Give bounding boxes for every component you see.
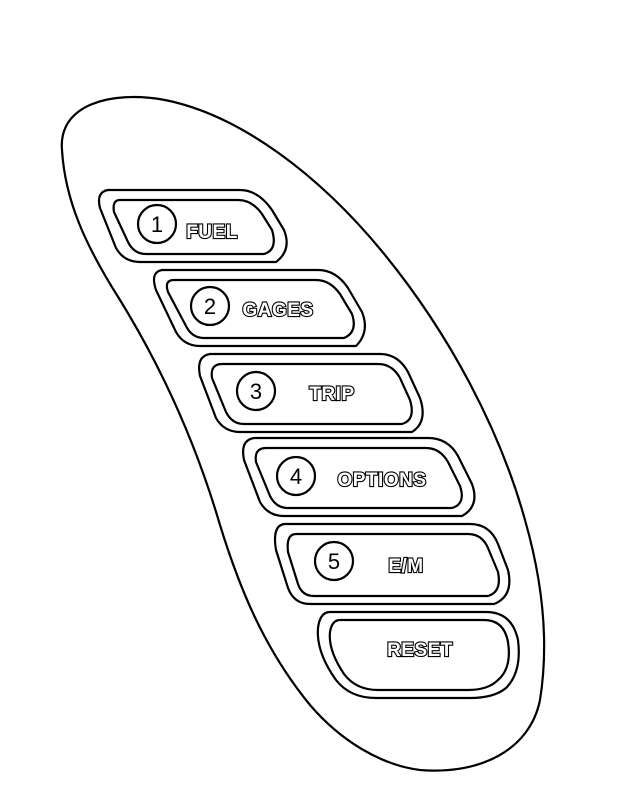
number-circle-3 xyxy=(235,370,277,412)
trip-button-face xyxy=(210,362,413,426)
gages-button-bezel xyxy=(152,268,367,348)
gages-label: GAGES xyxy=(242,300,313,321)
em-button-face xyxy=(286,532,500,598)
gages-button[interactable]: 2 GAGES xyxy=(152,268,367,348)
reset-button-bezel xyxy=(316,610,520,700)
fuel-button-face xyxy=(112,198,275,256)
number-5: 5 xyxy=(328,549,340,574)
em-label: E/M xyxy=(388,556,423,577)
number-circle-1 xyxy=(136,203,178,245)
options-button-bezel xyxy=(242,436,476,518)
em-button-bezel xyxy=(273,522,511,606)
reset-button[interactable]: RESET xyxy=(316,610,520,700)
number-circle-2 xyxy=(189,285,231,327)
fuel-button[interactable]: 1 FUEL xyxy=(97,188,288,264)
panel-housing xyxy=(60,96,546,772)
fuel-label: FUEL xyxy=(186,222,238,243)
options-label: OPTIONS xyxy=(337,470,426,491)
trip-label: TRIP xyxy=(309,384,354,405)
trip-button[interactable]: 3 TRIP xyxy=(198,352,424,434)
options-button[interactable]: 4 OPTIONS xyxy=(242,436,476,518)
reset-label: RESET xyxy=(387,640,453,661)
number-circle-4 xyxy=(275,455,317,497)
number-circle-5 xyxy=(313,540,355,582)
reset-button-face xyxy=(328,618,510,692)
gages-button-face xyxy=(165,278,355,340)
number-1: 1 xyxy=(151,212,163,237)
number-4: 4 xyxy=(290,464,302,489)
fuel-button-bezel xyxy=(97,188,288,264)
trip-button-bezel xyxy=(198,352,424,434)
options-button-face xyxy=(254,446,463,510)
em-button[interactable]: 5 E/M xyxy=(273,522,511,606)
number-3: 3 xyxy=(250,379,262,404)
number-2: 2 xyxy=(204,294,216,319)
